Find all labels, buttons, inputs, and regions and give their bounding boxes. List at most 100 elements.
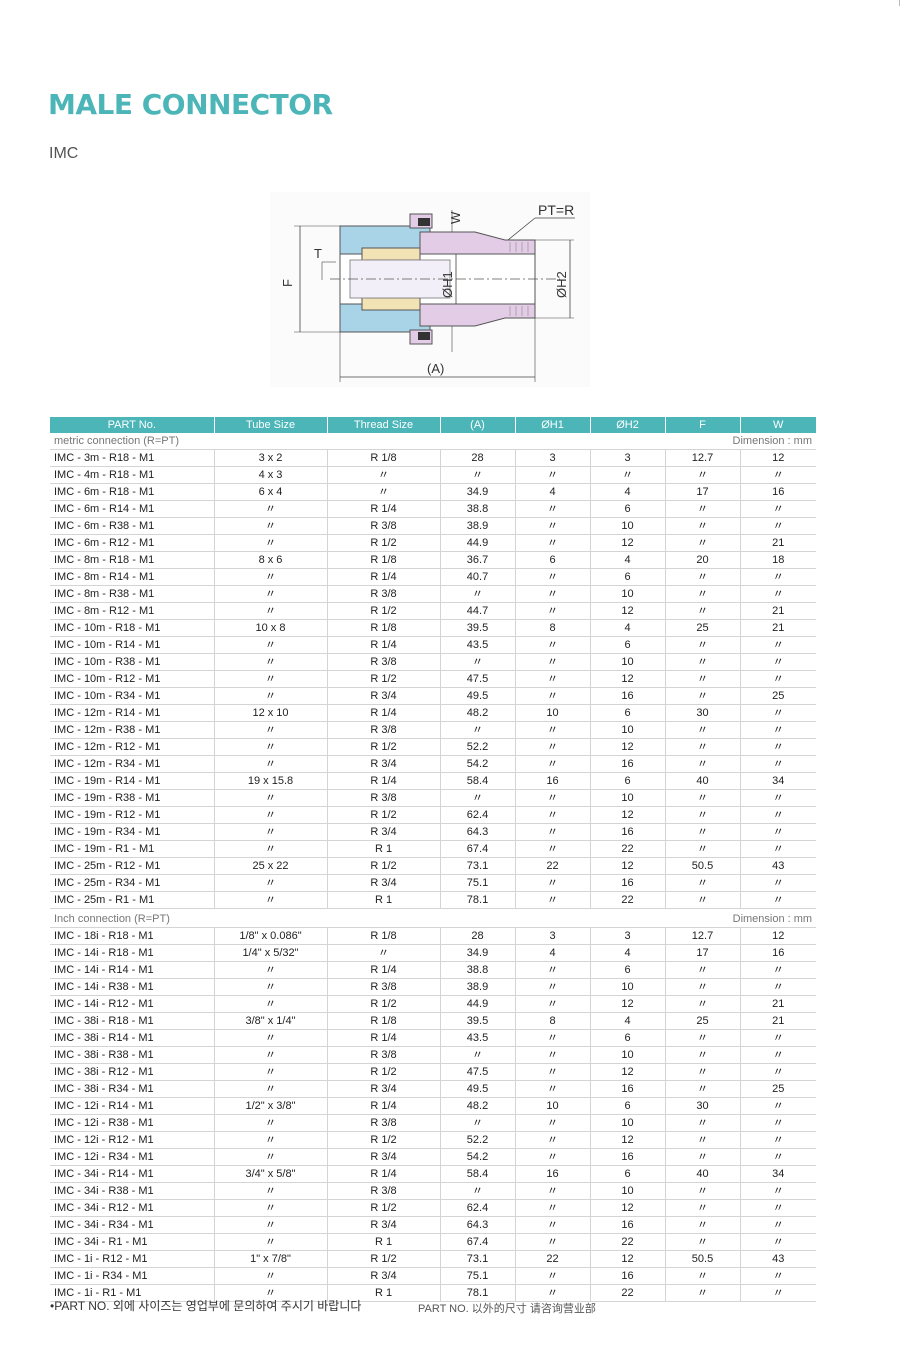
- a-cell: 67.4: [439, 1233, 515, 1251]
- f-cell: 〃: [664, 517, 740, 535]
- thread-size-cell: R 1/4: [326, 1097, 440, 1115]
- thread-size-cell: R 3/4: [326, 1080, 440, 1098]
- h2-cell: 6: [589, 1165, 665, 1183]
- h1-cell: 8: [514, 1012, 590, 1030]
- h2-cell: 4: [589, 1012, 665, 1030]
- a-cell: 44.9: [439, 534, 515, 552]
- thread-size-cell: R 1: [326, 1233, 440, 1251]
- a-label: (A): [427, 361, 444, 376]
- f-cell: 〃: [664, 1267, 740, 1285]
- a-cell: 28: [439, 927, 515, 945]
- thread-size-cell: R 1: [326, 891, 440, 909]
- header-a: (A): [439, 417, 515, 433]
- h2-cell: 16: [589, 687, 665, 705]
- a-cell: 75.1: [439, 874, 515, 892]
- h2-cell: 22: [589, 840, 665, 858]
- tube-size-cell: 〃: [213, 602, 327, 620]
- inch-section-label: Inch connection (R=PT): [54, 913, 170, 925]
- w-cell: 〃: [739, 653, 816, 671]
- table-row: IMC - 34i - R38 - M1〃R 3/8〃〃10〃〃: [50, 1182, 817, 1200]
- thread-size-cell: R 1/2: [326, 738, 440, 756]
- f-cell: 〃: [664, 534, 740, 552]
- part-no-cell: IMC - 8m - R38 - M1: [50, 585, 214, 603]
- h1-cell: 〃: [514, 961, 590, 979]
- part-no-cell: IMC - 6m - R12 - M1: [50, 534, 214, 552]
- h2-cell: 4: [589, 483, 665, 501]
- a-cell: 39.5: [439, 1012, 515, 1030]
- tube-size-cell: 12 x 10: [213, 704, 327, 722]
- h2-cell: 12: [589, 995, 665, 1013]
- w-cell: 25: [739, 1080, 817, 1098]
- thread-size-cell: R 3/4: [326, 755, 440, 773]
- part-no-cell: IMC - 34i - R1 - M1: [50, 1233, 214, 1251]
- tube-size-cell: 1/8" x 0.086": [213, 927, 327, 945]
- thread-size-cell: R 3/8: [326, 978, 440, 996]
- part-no-cell: IMC - 3m - R18 - M1: [50, 449, 214, 467]
- a-cell: 〃: [439, 1182, 515, 1200]
- thread-size-cell: R 1: [326, 840, 440, 858]
- thread-size-cell: 〃: [326, 944, 440, 962]
- w-cell: 〃: [739, 1284, 817, 1302]
- h1-cell: 〃: [514, 1063, 590, 1081]
- h2-cell: 10: [589, 585, 665, 603]
- w-cell: 〃: [739, 466, 816, 484]
- a-cell: 〃: [439, 789, 515, 807]
- thread-size-cell: R 1/8: [326, 619, 440, 637]
- f-cell: 12.7: [664, 449, 740, 467]
- section-row-metric: metric connection (R=PT) Dimension : mm: [50, 433, 816, 450]
- header-h1: ØH1: [514, 417, 590, 433]
- w-cell: 〃: [739, 721, 816, 739]
- footnote-korean: •PART NO. 외에 사이즈는 영업부에 문의하여 주시기 바랍니다: [50, 1299, 362, 1313]
- a-cell: 75.1: [439, 1267, 515, 1285]
- part-no-cell: IMC - 10m - R34 - M1: [50, 687, 214, 705]
- h2-cell: 6: [589, 500, 665, 518]
- part-no-cell: IMC - 19m - R12 - M1: [50, 806, 214, 824]
- a-cell: 39.5: [439, 619, 515, 637]
- thread-size-cell: R 3/8: [326, 653, 440, 671]
- table-row: IMC - 8m - R38 - M1〃R 3/8〃〃10〃〃: [50, 585, 816, 603]
- tube-size-cell: 10 x 8: [213, 619, 327, 637]
- a-cell: 34.9: [439, 483, 515, 501]
- w-cell: 〃: [739, 806, 816, 824]
- w-cell: 21: [739, 995, 817, 1013]
- part-no-cell: IMC - 19m - R38 - M1: [50, 789, 214, 807]
- technical-drawing: PT=R W T F ØH1 ØH2 (A): [270, 192, 590, 387]
- h2-cell: 6: [589, 961, 665, 979]
- part-no-cell: IMC - 12m - R14 - M1: [50, 704, 214, 722]
- f-cell: 〃: [664, 806, 740, 824]
- w-cell: 〃: [739, 517, 816, 535]
- f-cell: 〃: [664, 874, 740, 892]
- w-cell: 〃: [739, 568, 816, 586]
- f-cell: 30: [664, 1097, 740, 1115]
- tube-size-cell: 4 x 3: [213, 466, 327, 484]
- tube-size-cell: 〃: [213, 1199, 327, 1217]
- a-cell: 73.1: [439, 1250, 515, 1268]
- h2-cell: 10: [589, 1114, 665, 1132]
- thread-size-cell: R 1/4: [326, 961, 440, 979]
- tube-size-cell: 〃: [213, 1148, 327, 1166]
- h2-cell: 10: [589, 721, 665, 739]
- tube-size-cell: 〃: [213, 1182, 327, 1200]
- part-no-cell: IMC - 8m - R12 - M1: [50, 602, 214, 620]
- part-no-cell: IMC - 10m - R38 - M1: [50, 653, 214, 671]
- a-cell: 52.2: [439, 1131, 515, 1149]
- h1-cell: 〃: [514, 670, 590, 688]
- thread-size-cell: R 1/2: [326, 1131, 440, 1149]
- f-cell: 〃: [664, 1199, 740, 1217]
- f-cell: 〃: [664, 789, 740, 807]
- h1-cell: 〃: [514, 738, 590, 756]
- tube-size-cell: 〃: [213, 891, 327, 909]
- a-cell: 38.9: [439, 978, 515, 996]
- thread-size-cell: R 1/2: [326, 1250, 440, 1268]
- h2-cell: 12: [589, 857, 665, 875]
- w-cell: 〃: [739, 961, 817, 979]
